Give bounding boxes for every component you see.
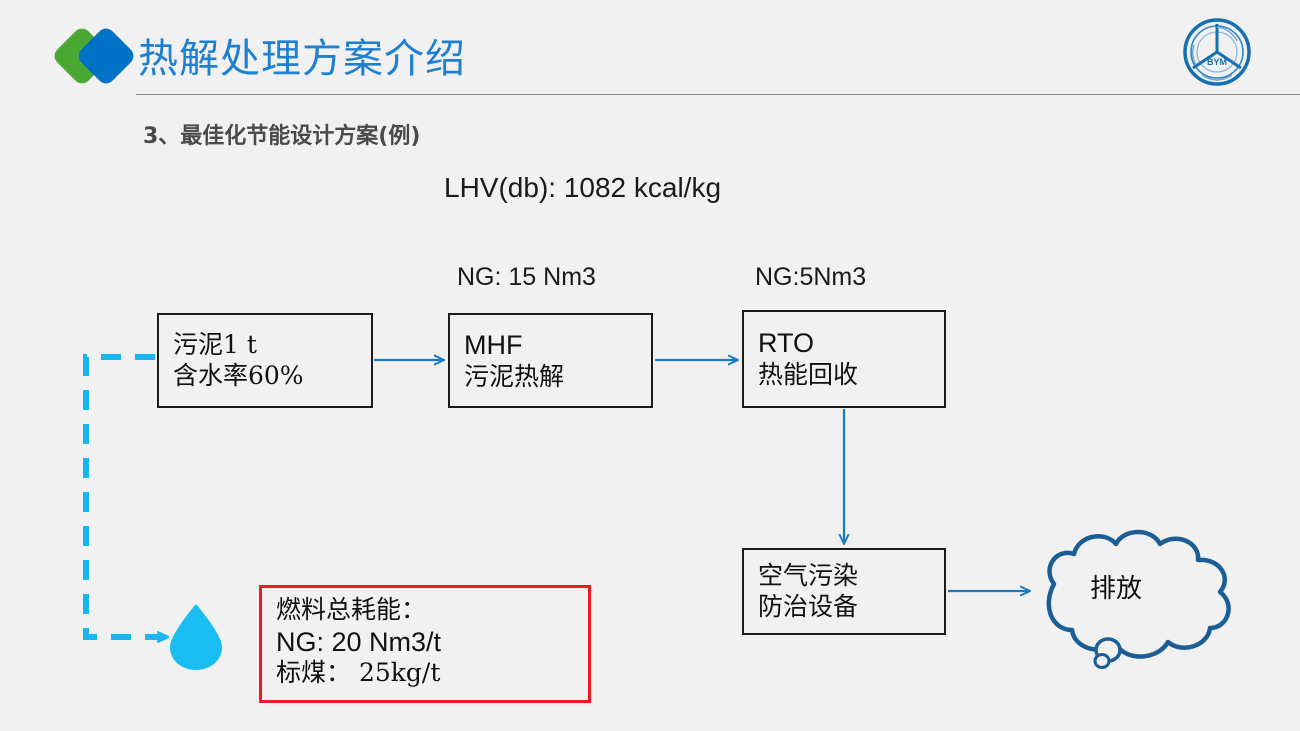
label-ng-rto: NG:5Nm3 — [755, 263, 867, 291]
process-box-mhf[interactable]: MHF 污泥热解 — [448, 313, 653, 408]
header-divider — [136, 94, 1300, 95]
box-apc-line2: 防治设备 — [758, 591, 859, 621]
water-drop-icon — [170, 604, 222, 670]
process-box-sludge[interactable]: 污泥1 t 含水率60% — [157, 313, 373, 408]
page-title: 热解处理方案介绍 — [138, 36, 466, 82]
box-sludge-line1: 污泥1 t — [173, 330, 257, 359]
section-heading: 3、最佳化节能设计方案(例) — [143, 124, 421, 149]
box-rto-line2: 热能回收 — [758, 360, 859, 390]
cloud-callout-shape — [1046, 529, 1231, 669]
label-ng-mhf: NG: 15 Nm3 — [457, 263, 596, 291]
corporate-bym-logo-icon: BYM — [1183, 18, 1251, 86]
fuel-consumption-summary-box[interactable]: 燃料总耗能： NG: 20 Nm3/t 标煤： 25kg/t — [259, 585, 591, 703]
fuel-line2: NG: 20 Nm3/t — [276, 626, 442, 657]
box-rto-line1: RTO — [758, 328, 815, 359]
box-sludge-line2: 含水率60% — [173, 360, 304, 390]
cloud-label-emission: 排放 — [1090, 574, 1143, 604]
fuel-line3: 标煤： 25kg/t — [276, 658, 441, 688]
box-mhf-line1: MHF — [464, 329, 523, 360]
corp-logo-text: BYM — [1207, 57, 1227, 67]
fuel-line1: 燃料总耗能： — [276, 595, 427, 624]
dashed-water-return-path — [83, 354, 168, 637]
label-lhv: LHV(db): 1082 kcal/kg — [444, 172, 722, 203]
process-box-air-pollution-control[interactable]: 空气污染 防治设备 — [742, 548, 946, 635]
box-mhf-line2: 污泥热解 — [464, 361, 565, 391]
process-box-rto[interactable]: RTO 热能回收 — [742, 310, 946, 408]
box-apc-line1: 空气污染 — [758, 561, 859, 590]
